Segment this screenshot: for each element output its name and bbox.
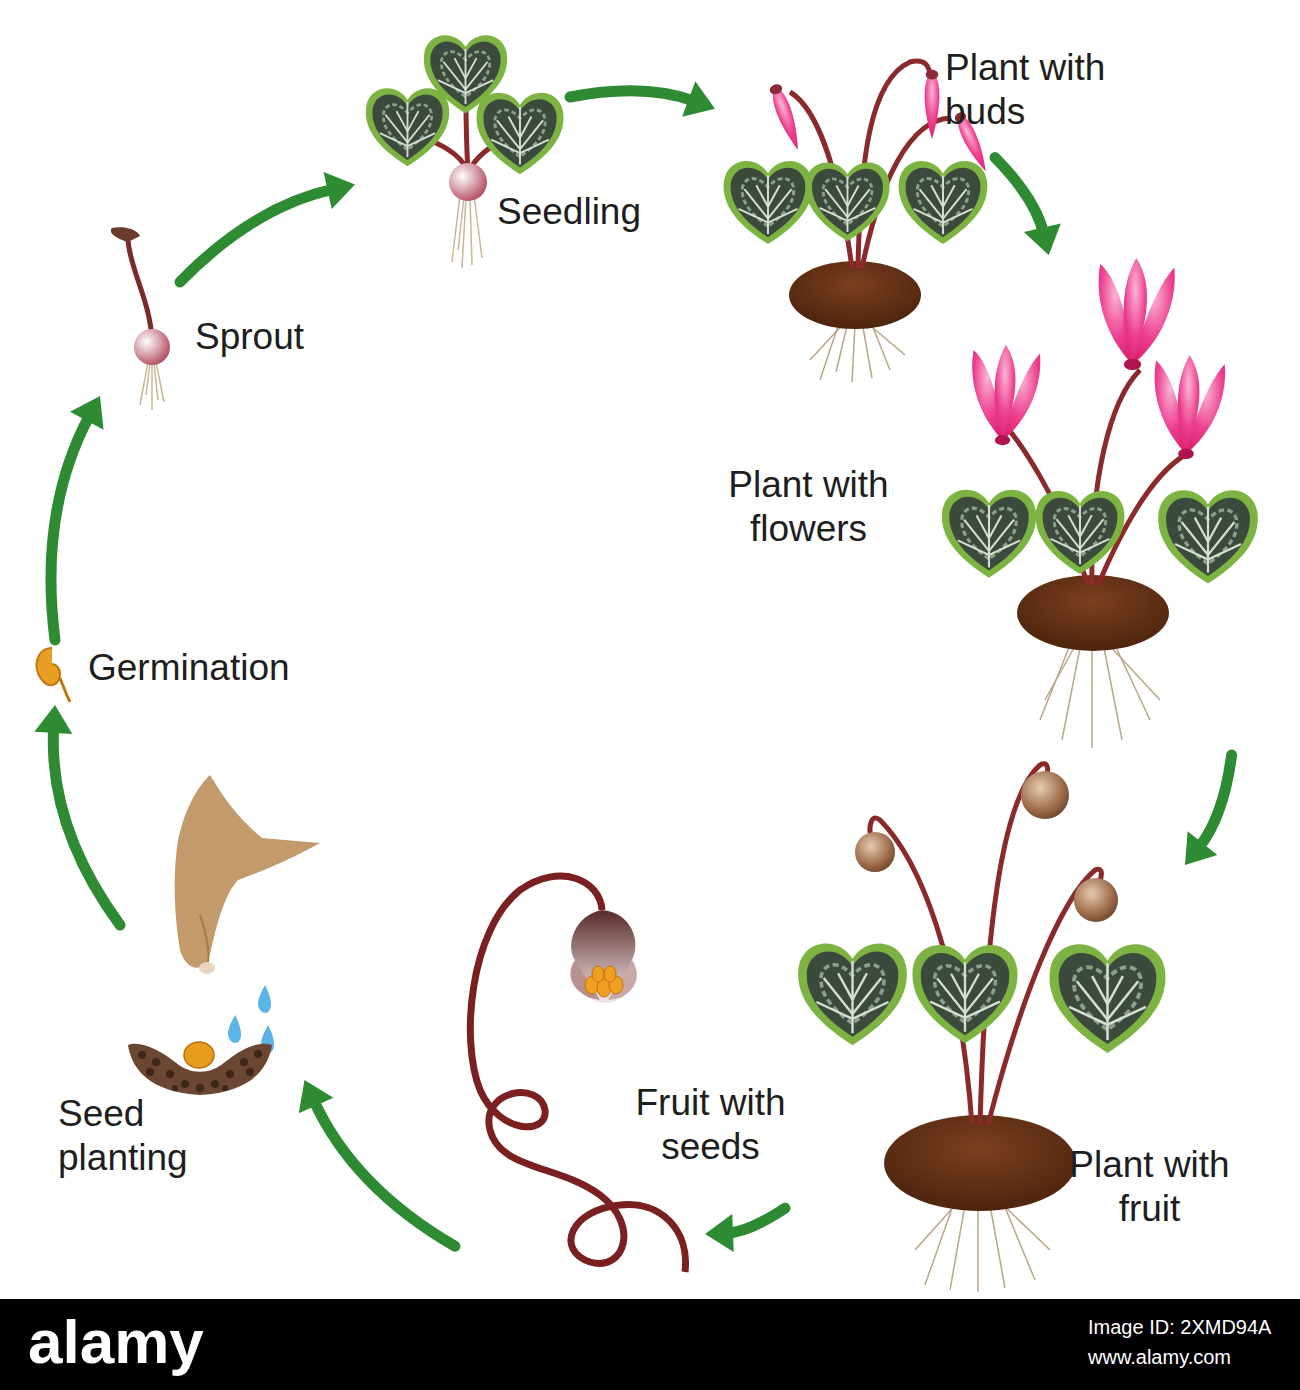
arrow-head [299,1080,334,1113]
life-stage: Seed planting [120,770,325,1080]
arrow-shaft [53,727,120,925]
arrow-head [682,81,715,117]
arrow-head [70,396,103,430]
cycle-arrow [180,172,355,282]
life-stage: Fruit with seeds [455,865,705,1275]
life-stage: Seedling [355,22,570,272]
arrow-head [324,172,355,209]
arrow-head [34,705,72,734]
sprout-drawing [111,227,170,410]
cycle-arrow [34,705,120,925]
arrow-head [1185,831,1217,865]
arrow-shaft [314,1100,455,1246]
arrow-head [705,1214,734,1252]
stage-label: Sprout [195,315,304,359]
stage-label: Germination [88,646,290,690]
cycle-arrow [995,158,1061,256]
cycle-arrow [705,1208,785,1252]
life-stage: Plant with fruit [785,745,1185,1290]
stage-label: Plant with flowers [716,463,901,551]
seedling-drawing [366,35,564,268]
stage-label: Plant with fruit [1057,1143,1242,1231]
life-stage: Sprout [100,225,180,415]
germinating-seed [37,648,70,702]
life-stage: Plant with flowers [928,255,1273,755]
cycle-arrow [51,396,104,640]
seed-planting-drawing [128,775,320,1095]
cycle-arrow [299,1080,455,1246]
watermark-logo: alamy [28,1306,204,1377]
arrow-shaft [727,1208,785,1233]
arrow-shaft [1199,755,1232,848]
stage-label: Seed planting [58,1092,243,1180]
life-stage: Plant with buds [715,60,995,385]
footer-note: Image ID: 2XMD94A [1088,1316,1271,1339]
cycle-arrow [1185,755,1232,865]
stage-label: Plant with buds [945,46,1130,134]
fruit-with-seeds-drawing [470,876,685,1272]
flowering-plant-drawing [942,258,1258,748]
stage-label: Fruit with seeds [618,1081,803,1169]
stage-label: Seedling [497,190,641,234]
fruiting-plant-drawing [798,764,1165,1292]
arrow-head [1024,223,1061,255]
arrow-shaft [180,189,334,282]
arrow-shaft [570,91,694,101]
footer-note: www.alamy.com [1088,1346,1231,1369]
arrow-shaft [995,158,1044,234]
life-stage: Germination [30,640,80,705]
cycle-arrow [570,81,715,117]
footer-bar [0,1299,1300,1390]
arrow-shaft [51,415,90,640]
